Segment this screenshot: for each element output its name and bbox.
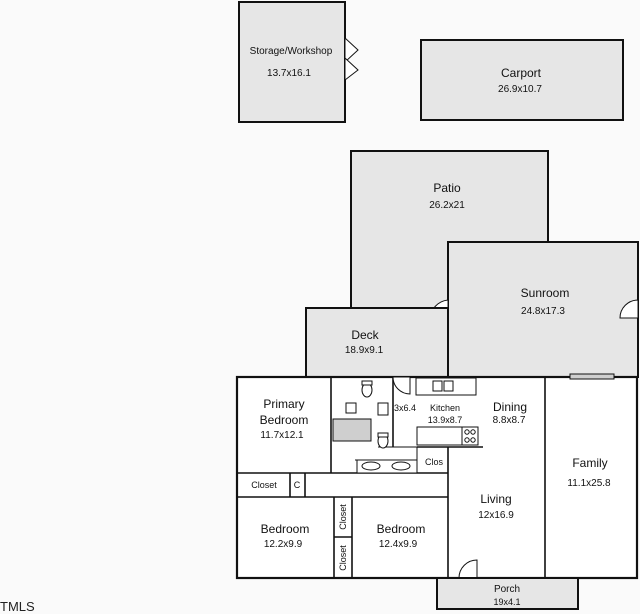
bedroom2-name: Bedroom <box>261 522 310 536</box>
storage-name: Storage/Workshop <box>250 46 333 57</box>
bedroom3-name: Bedroom <box>377 522 426 536</box>
carport-dim: 26.9x10.7 <box>498 84 542 95</box>
deck: Deck 18.9x9.1 <box>305 307 449 378</box>
deck-dim: 18.9x9.1 <box>345 345 384 356</box>
kitchen-dim: 13.9x8.7 <box>428 415 463 425</box>
primary-dim: 11.7x12.1 <box>260 430 304 441</box>
bedroom3-dim: 12.4x9.9 <box>379 539 418 550</box>
closet-vertical-2: Closet <box>338 545 348 571</box>
family-dim: 11.1x25.8 <box>567 478 611 489</box>
closet-vertical-1: Closet <box>338 504 348 530</box>
kitchen-name: Kitchen <box>430 403 460 413</box>
carport: Carport 26.9x10.7 <box>420 39 624 121</box>
bedroom2-dim: 12.2x9.9 <box>264 539 303 550</box>
primary-name-2: Bedroom <box>260 413 309 427</box>
dining-dim: 8.8x8.7 <box>493 415 526 426</box>
living-name: Living <box>480 492 511 506</box>
primary-name-1: Primary <box>263 397 304 411</box>
sunroom-name: Sunroom <box>521 286 570 300</box>
porch: Porch 19x4.1 <box>436 577 579 610</box>
sunroom-dim: 24.8x17.3 <box>521 306 565 317</box>
closet-primary-label: Closet <box>251 480 277 490</box>
main-house: Primary Bedroom 11.7x12.1 3x6.4 Kitchen … <box>235 373 639 580</box>
bath-dim: 3x6.4 <box>394 403 416 413</box>
porch-dim: 19x4.1 <box>493 597 520 607</box>
clos-label: Clos <box>425 457 444 467</box>
carport-name: Carport <box>501 66 542 80</box>
storage-workshop: Storage/Workshop 13.7x16.1 <box>238 1 359 123</box>
watermark: TMLS <box>0 599 35 614</box>
dining-name: Dining <box>493 400 527 414</box>
porch-name: Porch <box>494 584 520 595</box>
living-dim: 12x16.9 <box>478 510 514 521</box>
patio-name: Patio <box>433 181 461 195</box>
deck-name: Deck <box>351 328 379 342</box>
sunroom: Sunroom 24.8x17.3 <box>429 241 639 378</box>
patio-dim: 26.2x21 <box>429 200 465 211</box>
family-name: Family <box>572 456 607 470</box>
closet-c-label: C <box>294 480 301 490</box>
storage-dim: 13.7x16.1 <box>267 68 311 79</box>
